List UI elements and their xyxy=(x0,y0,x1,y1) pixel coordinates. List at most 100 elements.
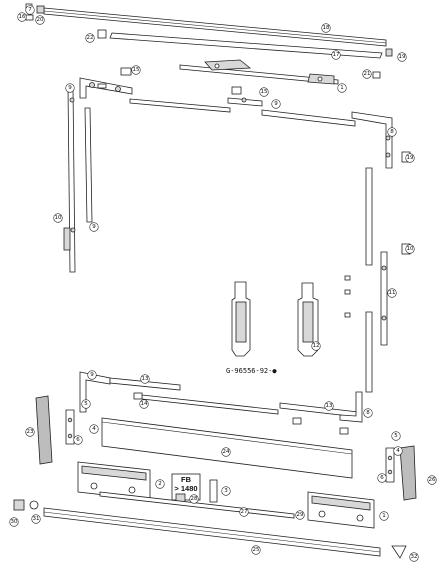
svg-text:7: 7 xyxy=(28,7,32,13)
callout-16: 16 xyxy=(17,12,27,22)
svg-text:1: 1 xyxy=(340,85,344,91)
callout-23: 23 xyxy=(25,427,35,437)
bracket-15 xyxy=(120,67,132,76)
svg-text:12: 12 xyxy=(313,343,320,349)
callout-17: 17 xyxy=(331,50,341,60)
svg-text:10: 10 xyxy=(55,215,62,221)
carriage-left xyxy=(77,461,151,501)
svg-text:13: 13 xyxy=(326,403,333,409)
right-vertical-striker-lower xyxy=(365,311,373,393)
callout-1-2: 1 xyxy=(379,511,389,521)
svg-text:22: 22 xyxy=(87,35,94,41)
callout-14: 14 xyxy=(139,399,149,409)
callout-29: 29 xyxy=(295,510,305,520)
svg-text:9: 9 xyxy=(92,224,96,230)
svg-text:9: 9 xyxy=(274,101,278,107)
lower-transmission-right xyxy=(279,402,359,418)
callout-32: 32 xyxy=(409,552,419,562)
svg-text:5: 5 xyxy=(84,401,88,407)
svg-text:19: 19 xyxy=(407,155,414,161)
callout-2: 2 xyxy=(155,479,165,489)
svg-text:4: 4 xyxy=(396,448,400,454)
callout-8-1: 8 xyxy=(387,127,397,137)
svg-text:15: 15 xyxy=(133,67,140,73)
callout-3: 3 xyxy=(221,486,231,496)
svg-text:18: 18 xyxy=(323,25,330,31)
block-22 xyxy=(97,29,107,39)
callout-22: 22 xyxy=(85,33,95,43)
top-right-corner-drive xyxy=(351,111,411,169)
callout-13-1: 13 xyxy=(140,374,150,384)
svg-text:6: 6 xyxy=(76,437,80,443)
callout-13-2: 13 xyxy=(324,401,334,411)
upper-guide-bar xyxy=(97,29,393,79)
fb-note-box: FB > 1480 xyxy=(171,473,201,503)
callout-30: 30 xyxy=(9,517,19,527)
callout-24: 24 xyxy=(221,447,231,457)
callout-25: 25 xyxy=(251,545,261,555)
svg-text:16: 16 xyxy=(19,14,26,20)
callout-15-1: 15 xyxy=(131,65,141,75)
svg-text:2: 2 xyxy=(158,481,162,487)
callout-4-2: 4 xyxy=(393,446,403,456)
carriage-right xyxy=(307,491,375,529)
svg-text:26: 26 xyxy=(429,477,436,483)
callout-10-1: 10 xyxy=(53,213,63,223)
svg-text:3: 3 xyxy=(224,488,228,494)
svg-text:4: 4 xyxy=(92,426,96,432)
callout-20: 20 xyxy=(35,15,45,25)
end-bracket-32 xyxy=(391,545,407,559)
left-lock-rod xyxy=(63,87,76,273)
right-hinge-bracket xyxy=(385,447,395,483)
callout-27: 27 xyxy=(239,507,249,517)
callout-11: 11 xyxy=(387,288,397,298)
striker-plate-top-right xyxy=(261,109,356,127)
svg-text:9: 9 xyxy=(68,85,72,91)
callout-layer: 1123445566788999910101112131314151516171… xyxy=(9,5,437,562)
right-lock-rod xyxy=(380,251,388,346)
bracket-center-15 xyxy=(231,86,242,95)
callout-31: 31 xyxy=(31,514,41,524)
svg-text:14: 14 xyxy=(141,401,148,407)
svg-text:30: 30 xyxy=(11,519,18,525)
callout-9-2: 9 xyxy=(271,99,281,109)
left-keeper-10 xyxy=(63,227,71,251)
callout-1-1: 1 xyxy=(337,83,347,93)
svg-text:11: 11 xyxy=(389,290,396,296)
svg-text:24: 24 xyxy=(223,449,230,455)
side-cover-left xyxy=(35,395,53,465)
end-cap-30 xyxy=(13,499,25,511)
bottom-right-corner-drive xyxy=(339,391,363,423)
top-gear-assembly xyxy=(120,59,339,85)
callout-19-1: 19 xyxy=(397,52,407,62)
callout-7: 7 xyxy=(25,5,35,15)
svg-text:21: 21 xyxy=(364,71,371,77)
svg-text:29: 29 xyxy=(297,512,304,518)
side-cover-right xyxy=(399,445,417,501)
callout-9-3: 9 xyxy=(89,222,99,232)
end-block-21 xyxy=(385,48,393,57)
callout-21: 21 xyxy=(362,69,372,79)
callout-9-1: 9 xyxy=(65,83,75,93)
svg-text:13: 13 xyxy=(142,376,149,382)
top-rail xyxy=(25,3,387,47)
svg-text:19: 19 xyxy=(399,54,406,60)
svg-text:10: 10 xyxy=(407,246,414,252)
svg-text:32: 32 xyxy=(411,554,418,560)
svg-text:28: 28 xyxy=(191,496,198,502)
svg-text:20: 20 xyxy=(37,17,44,23)
svg-text:27: 27 xyxy=(241,509,248,515)
callout-12: 12 xyxy=(311,341,321,351)
callout-8-2: 8 xyxy=(363,408,373,418)
end-cap-31 xyxy=(29,500,39,510)
svg-text:6: 6 xyxy=(380,475,384,481)
striker-plate-top-left xyxy=(129,98,231,113)
right-vertical-striker-upper xyxy=(365,167,373,266)
callout-9-4: 9 xyxy=(87,370,97,380)
rail-end-cap-left xyxy=(36,5,45,14)
svg-text:8: 8 xyxy=(366,410,370,416)
fb-note-line1: FB xyxy=(181,475,192,484)
svg-text:25: 25 xyxy=(253,547,260,553)
